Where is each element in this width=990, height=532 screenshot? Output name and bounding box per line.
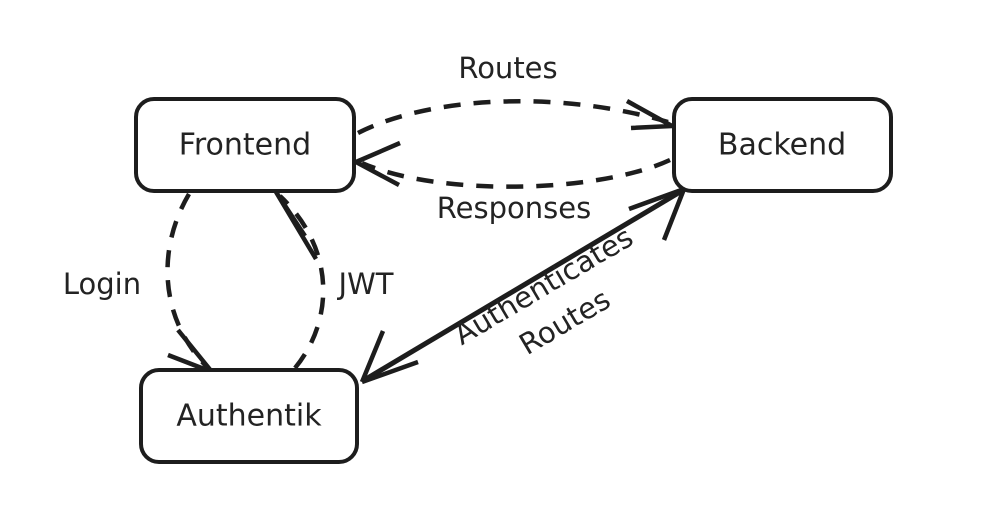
edge-label-authenticates-routes-group: Authenticates Routes (448, 220, 639, 362)
node-backend-box (672, 97, 893, 193)
edge-label-jwt: JWT (337, 267, 394, 301)
node-authentik-box (139, 368, 359, 464)
edge-authenticates-routes-arrowhead-backend (628, 186, 687, 241)
edge-jwt-line (278, 194, 326, 370)
edge-login-arrowhead (167, 328, 214, 375)
node-backend[interactable]: Backend (672, 97, 893, 193)
node-frontend-label: Frontend (179, 128, 311, 163)
node-authentik[interactable]: Authentik (139, 368, 359, 464)
edge-responses-arrowhead (354, 140, 401, 187)
node-frontend[interactable]: Frontend (134, 97, 356, 193)
edge-label-login: Login (63, 267, 141, 301)
edge-jwt-arrowhead (274, 190, 318, 261)
edge-jwt[interactable] (274, 190, 326, 370)
edge-routes[interactable] (356, 98, 674, 136)
edge-routes-arrowhead (625, 99, 674, 131)
edge-authenticates-routes[interactable] (359, 186, 687, 385)
node-frontend-box (134, 97, 356, 193)
edge-login[interactable] (165, 192, 214, 375)
edge-routes-line (356, 98, 669, 136)
node-backend-label: Backend (718, 128, 846, 163)
edge-responses-line (361, 157, 671, 189)
node-authentik-label: Authentik (176, 399, 322, 434)
edge-authenticates-routes-line (364, 189, 682, 382)
edge-authenticates-routes-arrowhead-authentik (359, 330, 419, 385)
edge-label-responses: Responses (437, 191, 591, 225)
edge-label-routes: Routes (458, 51, 557, 85)
edge-responses[interactable] (354, 140, 671, 189)
